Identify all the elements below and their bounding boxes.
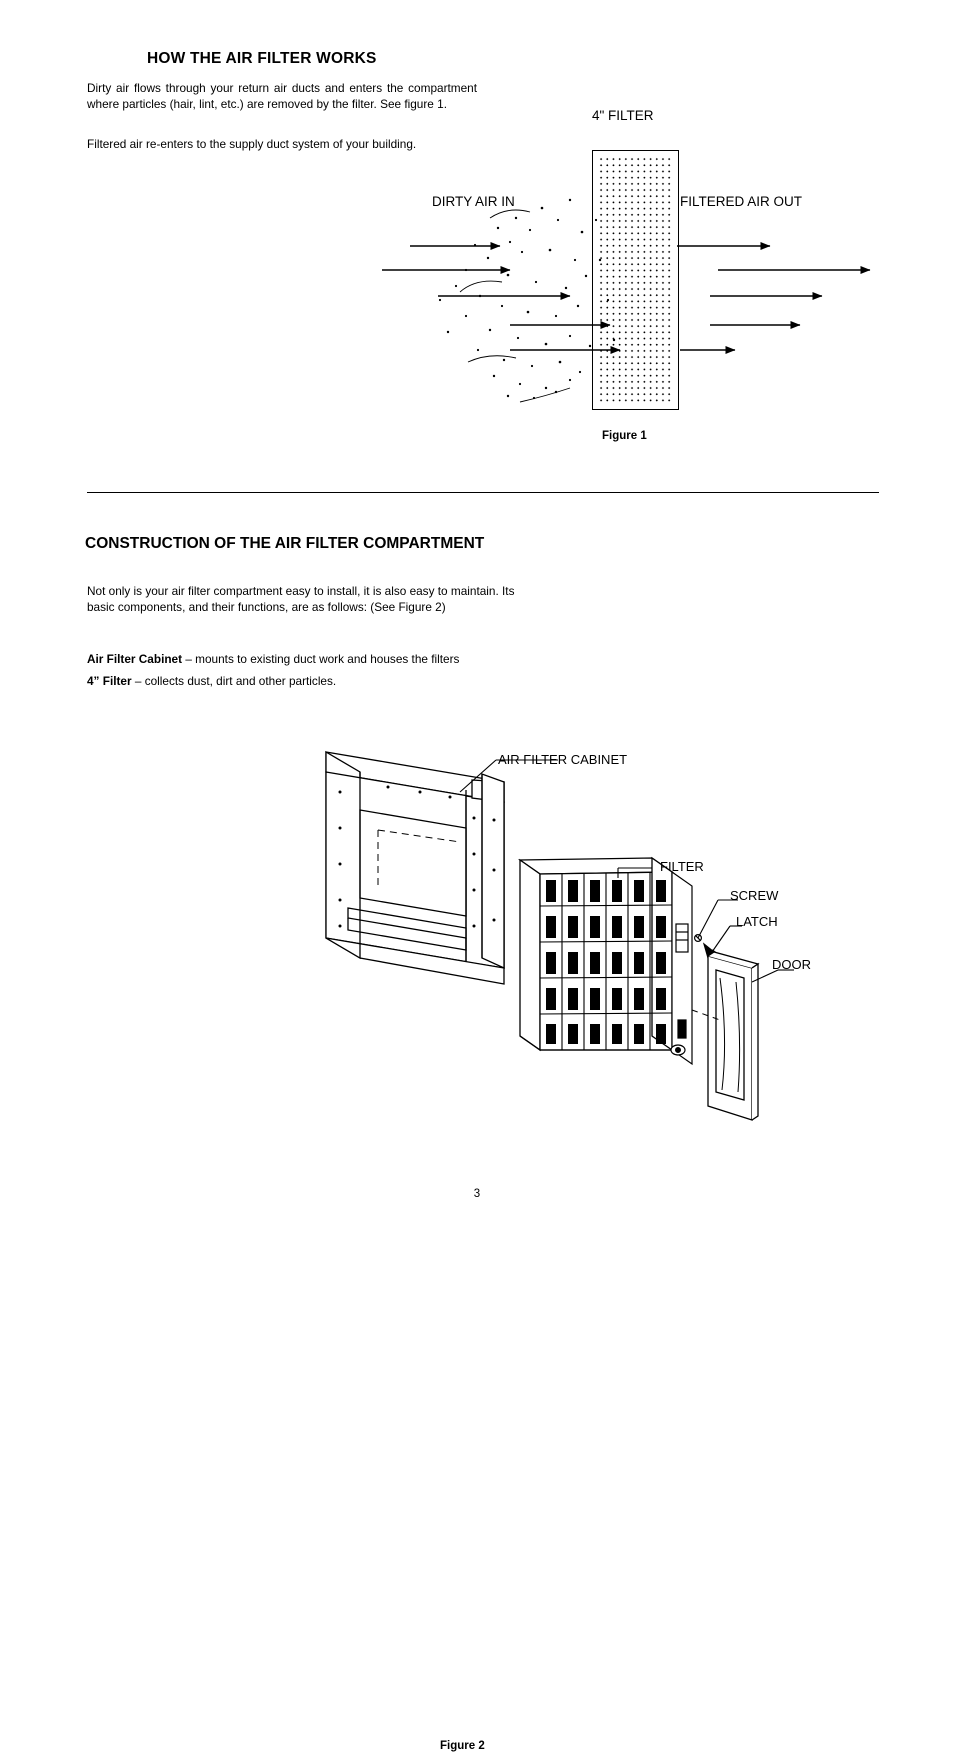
figure2-filter-pleats	[539, 872, 673, 1050]
figure2-cabinet-hidden-lines	[377, 829, 461, 890]
figure2-caption: Figure 2	[440, 1740, 485, 1752]
figure1-filter-media-texture	[597, 155, 674, 405]
figure2-leader-lines	[459, 759, 794, 983]
figure2-filter-pleat-fill	[546, 880, 666, 1044]
section-heading-construction: CONSTRUCTION OF THE AIR FILTER COMPARTME…	[85, 535, 485, 552]
section1-paragraph-1: Dirty air flows through your return air …	[87, 81, 477, 112]
figure1-caption: Figure 1	[602, 430, 647, 442]
figure2-cabinet-rivets	[338, 785, 496, 928]
figure1-label-filter: 4" FILTER	[592, 108, 654, 123]
figure2-cabinet	[325, 750, 505, 985]
section1-paragraph-2: Filtered air re-enters to the supply duc…	[87, 137, 417, 151]
figure1-dust-wisps	[459, 209, 571, 403]
figure1-filter-block	[592, 150, 679, 410]
document-page: HOW THE AIR FILTER WORKS Dirty air flows…	[85, 50, 910, 1752]
section-heading-how-the-air-filter-works: HOW THE AIR FILTER WORKS	[147, 50, 377, 67]
figure2-label-filter: FILTER	[660, 859, 704, 874]
page-number: 3	[473, 1188, 481, 1200]
figure2-alignment-dashes	[691, 1009, 721, 1021]
figure2-label-cabinet: AIR FILTER CABINET	[498, 752, 628, 767]
figure2-label-screw: SCREW	[730, 888, 779, 903]
section-divider	[87, 492, 879, 493]
figure2-diagram-svg	[325, 750, 794, 1121]
figure1-incoming-arrows	[382, 242, 621, 354]
component-term-cabinet: Air Filter Cabinet	[87, 652, 183, 666]
figure-2: Figure 2	[300, 720, 900, 1752]
figure1-dust-particles	[438, 198, 616, 400]
section2-paragraph-1: Not only is your air filter compartment …	[87, 584, 515, 615]
component-term-filter: 4” Filter	[87, 674, 132, 688]
figure1-outgoing-arrows	[677, 242, 871, 354]
figure-1: 4" FILTER DIRTY AIR IN FILTERED AIR OUT	[370, 100, 910, 460]
figure1-label-dirty-air-in: DIRTY AIR IN	[432, 194, 515, 209]
figure1-diagram-svg	[382, 198, 871, 403]
figure2-label-door: DOOR	[772, 957, 811, 972]
figure2-door	[707, 951, 760, 1121]
component-desc-cabinet: – mounts to existing duct work and house…	[182, 652, 460, 666]
figure2-label-latch: LATCH	[736, 914, 778, 929]
section2-component-cabinet: Air Filter Cabinet – mounts to existing …	[87, 651, 557, 667]
section2-component-filter: 4” Filter – collects dust, dirt and othe…	[87, 673, 557, 689]
figure2-filter-rail	[670, 870, 693, 1066]
component-desc-filter: – collects dust, dirt and other particle…	[131, 674, 337, 688]
figure1-label-filtered-air-out: FILTERED AIR OUT	[680, 194, 803, 209]
